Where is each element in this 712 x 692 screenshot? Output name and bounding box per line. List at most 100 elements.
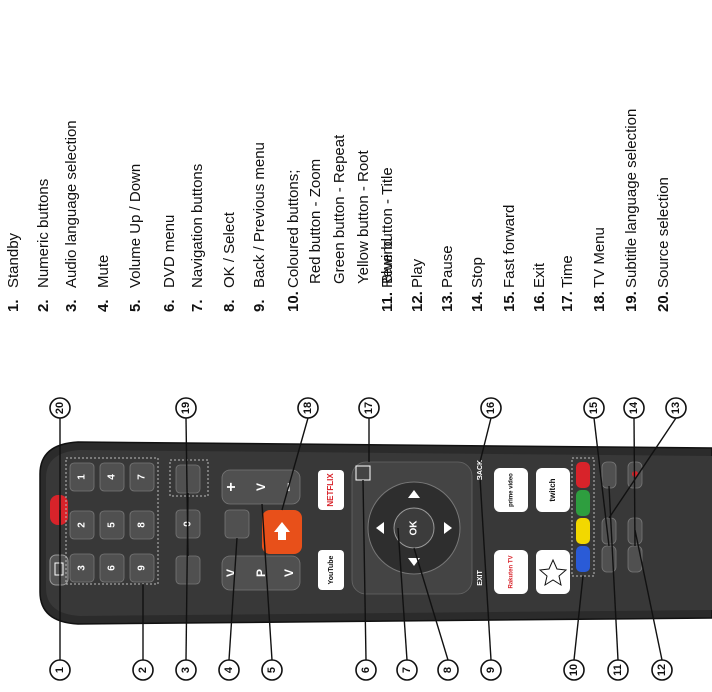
numeric-key-label: 2 (77, 522, 88, 528)
numeric-key-label: 1 (77, 474, 88, 480)
callout-number: 10 (568, 664, 580, 676)
callout-number: 6 (360, 667, 372, 673)
volume-rocker[interactable] (221, 469, 301, 505)
callout-circle (665, 397, 687, 419)
callout-number: 19 (180, 402, 192, 414)
numeric-key-label: 4 (107, 474, 118, 480)
callout-circle (132, 659, 154, 681)
netflix-button[interactable] (318, 470, 344, 510)
callout-circle (49, 397, 71, 419)
callout-circle (480, 397, 502, 419)
remote-control: 1234567890+V−VPVNETFLIXYouTubeOKBACKEXIT… (39, 441, 712, 625)
mute-button[interactable] (224, 509, 250, 539)
callout-circle (175, 397, 197, 419)
numeric-button[interactable] (129, 553, 155, 583)
callout-circle (607, 659, 629, 681)
numeric-button[interactable] (69, 462, 95, 492)
callout-number: 7 (401, 667, 413, 673)
numeric-button[interactable] (99, 462, 125, 492)
callout-number: 15 (588, 402, 600, 414)
nav-up-arrow[interactable] (376, 522, 384, 534)
source-button[interactable] (49, 554, 69, 586)
callout-leader (608, 417, 677, 519)
volume-label: V (254, 483, 268, 491)
volume-plus-label: + (223, 482, 240, 491)
callout-number: 9 (485, 667, 497, 673)
youtube-label: YouTube (328, 555, 335, 584)
subtitle-button[interactable] (175, 555, 201, 585)
blue-button[interactable] (576, 546, 590, 572)
callout-circle (355, 659, 377, 681)
callout-circle (175, 659, 197, 681)
callout-number: 18 (302, 402, 314, 414)
nav-left-arrow[interactable] (408, 490, 420, 498)
exit-label: EXIT (477, 569, 484, 585)
callout-number: 20 (54, 402, 66, 414)
callout-number: 2 (137, 667, 149, 673)
callout-circle (297, 397, 319, 419)
callout-circle (261, 659, 283, 681)
callout-number: 11 (612, 664, 624, 676)
callout-circle (480, 659, 502, 681)
callout-leader (593, 417, 610, 547)
callout-circle (623, 397, 645, 419)
numeric-button[interactable] (129, 462, 155, 492)
callout-leader (634, 529, 663, 661)
callout-number: 16 (485, 402, 497, 414)
callout-leader (281, 417, 309, 511)
numeric-key-label: 3 (77, 565, 88, 571)
prime-video-button[interactable] (494, 468, 528, 512)
back-label: BACK (477, 460, 484, 480)
standby-button[interactable] (50, 495, 68, 525)
rewind-button[interactable] (601, 461, 617, 489)
rakuten-button[interactable] (494, 550, 528, 594)
yellow-button[interactable] (576, 518, 590, 544)
callout-number: 5 (266, 667, 278, 673)
favorite-button[interactable] (536, 550, 570, 594)
numeric-button[interactable] (99, 553, 125, 583)
audio-button[interactable] (175, 464, 201, 494)
program-down-label: V (282, 569, 296, 577)
program-label: P (254, 569, 268, 577)
callout-leader (573, 575, 584, 661)
callout-number: 12 (656, 664, 668, 676)
green-button[interactable] (576, 490, 590, 516)
ok-label: OK (409, 520, 420, 536)
numeric-button[interactable] (129, 510, 155, 540)
volume-minus-label: − (281, 482, 298, 491)
callout-circle (583, 397, 605, 419)
callout-circle (563, 659, 585, 681)
star-icon (538, 558, 568, 587)
home-icon (274, 522, 290, 540)
youtube-button[interactable] (318, 550, 344, 590)
callout-circle (396, 659, 418, 681)
callout-circle (437, 659, 459, 681)
nav-down-arrow[interactable] (444, 522, 452, 534)
numeric-button[interactable] (69, 553, 95, 583)
numeric-button[interactable] (99, 510, 125, 540)
coloured-buttons-outline (571, 457, 595, 577)
callout-leader (362, 479, 367, 661)
callout-leader (228, 537, 238, 661)
program-up-label: V (224, 569, 238, 577)
numeric-key-label: 9 (137, 565, 148, 571)
twitch-button[interactable] (536, 468, 570, 512)
callout-leader (185, 417, 189, 557)
callout-number: 3 (180, 667, 192, 673)
red-button[interactable] (576, 462, 590, 488)
numeric-group-outline (65, 457, 159, 585)
callout-leader (397, 527, 408, 661)
callout-number: 13 (670, 402, 682, 414)
program-rocker[interactable] (221, 555, 301, 591)
stop-button[interactable] (627, 545, 643, 573)
callout-number: 17 (363, 402, 375, 414)
numeric-button[interactable] (69, 510, 95, 540)
callout-circle (358, 397, 380, 419)
callout-number: 14 (628, 401, 640, 414)
callout-leader (413, 547, 449, 661)
prime-label: prime video (509, 473, 515, 507)
numeric-key-label: 8 (137, 522, 148, 528)
callout-leaders (59, 417, 677, 661)
